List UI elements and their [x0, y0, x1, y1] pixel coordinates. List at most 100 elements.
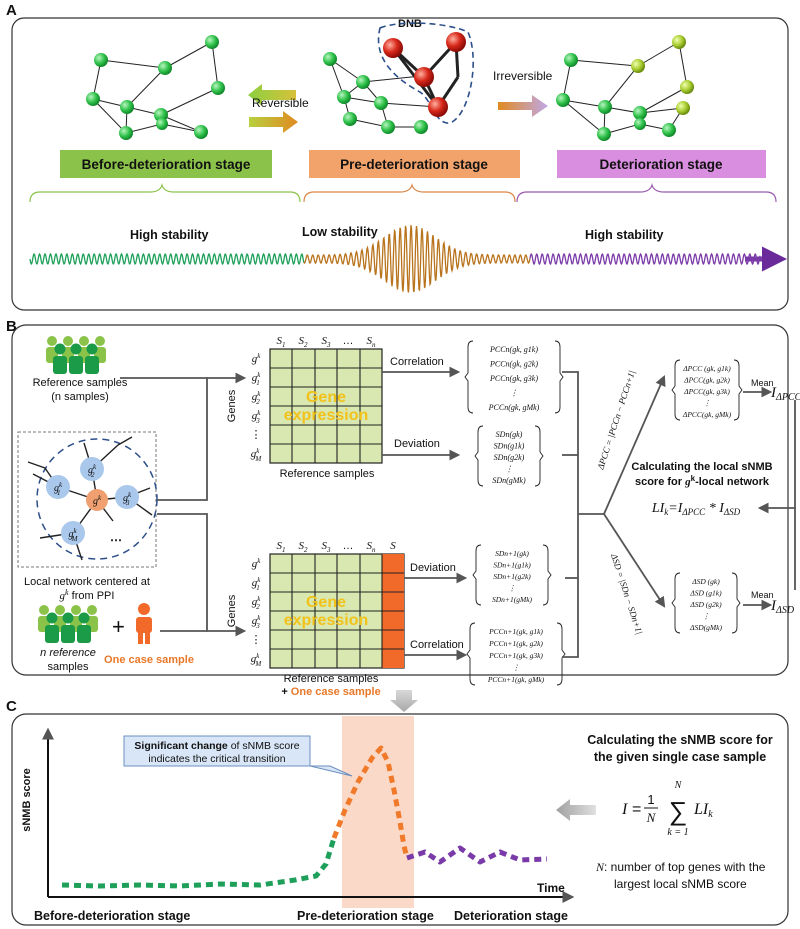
one-case-label: One case sample	[104, 654, 194, 666]
label-deviation-bottom: Deviation	[410, 562, 456, 574]
stage-box-det	[557, 150, 766, 178]
matrix-with-case: Gene expression	[269, 553, 405, 669]
combine-connectors	[562, 371, 796, 658]
vector-pcc-n1: PCCn+1(gk, g1k)PCCn+1(gk, g2k)PCCn+1(gk,…	[466, 622, 566, 686]
critical-highlight	[342, 716, 414, 908]
vector-entry: ⋮	[510, 389, 518, 398]
delta-pcc-formula: ΔPCC = |PCCn − PCCn+1|	[595, 369, 637, 471]
network-det	[562, 41, 688, 135]
svg-text:gk3: gk3	[123, 491, 132, 507]
column-header: S3	[322, 335, 332, 349]
row-header: gk	[252, 352, 262, 365]
vector-entry: ⋮	[703, 399, 711, 408]
vector-entry: ⋮	[505, 465, 513, 474]
gene-expression-label-bottom-2: expression	[284, 612, 368, 629]
vector-entry: ΔSD (gk)	[691, 577, 720, 586]
vector-entry: SDn(g2k)	[494, 453, 525, 462]
reversible-arrow-right	[249, 111, 298, 133]
panel-label-b: B	[6, 318, 17, 335]
gene-expression-label-top-1: Gene	[306, 389, 346, 406]
column-header: Sn	[367, 540, 377, 554]
vector-entry: ΔPCC (gk, g1k)	[682, 364, 731, 373]
vector-entry: SDn+1(g1k)	[493, 561, 531, 570]
calc-local-label-2: score for gk-local network	[635, 474, 770, 488]
vector-sd-n1: SDn+1(gk)SDn+1(g1k)SDn+1(g2k)⋮SDn+1(gMk)	[472, 544, 552, 606]
column-header: S1	[277, 335, 286, 349]
ref-samples-n-label: (n samples)	[51, 391, 108, 403]
dnb-outline	[377, 22, 474, 124]
vector-entry: ΔPCC(gk, gMk)	[682, 410, 732, 419]
panel-label-c: C	[6, 698, 17, 715]
network-det-nodes	[556, 35, 694, 141]
label-deviation-top: Deviation	[394, 438, 440, 450]
wave-segment-orange	[303, 225, 531, 293]
vector-entry: SDn(gk)	[496, 430, 523, 439]
local-network-box	[17, 431, 157, 568]
stage-det-label: Deterioration stage	[599, 157, 723, 172]
snmb-formula: I = 1 N N ∑ k = 1 LIk	[621, 780, 713, 838]
c-stage-before: Before-deterioration stage	[34, 909, 190, 923]
wave-segment-green	[29, 252, 305, 266]
svg-text:N: N	[674, 780, 683, 791]
wave-segment-purple	[529, 252, 761, 266]
people-icon-reference	[46, 336, 106, 374]
svg-text:⋯: ⋯	[110, 533, 122, 547]
mean-label-top: Mean	[751, 378, 774, 388]
genes-axis-top: Genes	[226, 389, 238, 422]
vector-entry: ⋮	[508, 584, 516, 593]
column-header: S3	[322, 540, 332, 554]
local-net-label-1: Local network centered at	[24, 576, 150, 588]
label-correlation-top: Correlation	[390, 356, 444, 368]
vector-entry: ΔSD(gMk)	[689, 623, 722, 632]
vector-entry: PCCn+1(gk, g2k)	[488, 639, 543, 648]
column-header: S	[390, 540, 396, 552]
stability-low: Low stability	[302, 225, 378, 239]
gene-expression-label-bottom-1: Gene	[306, 594, 346, 611]
column-header: S2	[299, 540, 309, 554]
vector-entry: ⋮	[512, 663, 520, 672]
plus-sign: +	[112, 614, 125, 639]
matrix-arrows	[382, 366, 468, 661]
label-correlation-bottom: Correlation	[410, 639, 464, 651]
down-arrow	[390, 690, 418, 712]
stage-box-pre	[309, 150, 520, 178]
reversible-arrow-left	[248, 84, 296, 106]
matrix-reference: Gene expression	[269, 348, 383, 464]
vector-entry: SDn(g1k)	[494, 442, 525, 451]
column-header: …	[343, 335, 354, 347]
x-axis-label: Time	[537, 881, 565, 895]
person-icon-case	[136, 603, 152, 644]
svg-text:gk2: gk2	[88, 463, 97, 479]
stage-pre-label: Pre-deterioration stage	[340, 157, 488, 172]
label-dnb: DNB	[398, 18, 422, 30]
network-before-nodes	[86, 35, 225, 140]
vector-entry: PCCn+1(gk, gMk)	[487, 675, 545, 684]
vector-delta-pcc: ΔPCC (gk, g1k)ΔPCC(gk, g2k)ΔPCC(gk, g3k)…	[671, 359, 743, 421]
brace-pre	[303, 182, 516, 203]
ref-samples-under-top: Reference samples	[280, 468, 375, 480]
y-axis-label: sNMB score	[21, 768, 33, 832]
column-header: …	[343, 540, 354, 552]
vector-entry: ΔSD (g2k)	[689, 600, 722, 609]
vector-entry: SDn+1(g2k)	[493, 572, 531, 581]
curve-det	[406, 845, 548, 865]
column-header: S2	[299, 335, 309, 349]
ref-samples-label: Reference samples	[33, 377, 128, 389]
vector-entry: ΔPCC(gk, g3k)	[683, 387, 730, 396]
people-icon-nref	[38, 605, 98, 643]
callout-line-2: indicates the critical transition	[148, 753, 285, 765]
panel-a-frame	[11, 17, 789, 311]
stability-high-1: High stability	[130, 228, 209, 242]
svg-text:=: =	[632, 801, 641, 818]
svg-text:k = 1: k = 1	[667, 827, 688, 838]
ref-samples-under-bottom: Reference samples	[284, 673, 379, 685]
stage-box-before	[60, 150, 272, 178]
